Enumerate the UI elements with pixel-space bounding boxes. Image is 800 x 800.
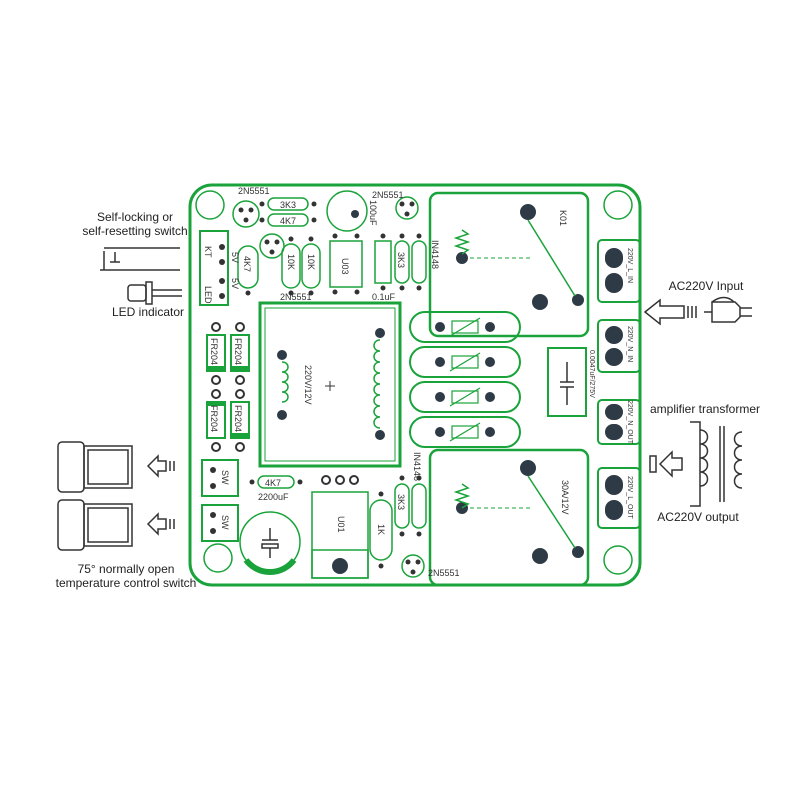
sw1-label: SW — [220, 470, 230, 485]
relay-bottom — [428, 448, 590, 587]
x-capacitor-symbol — [560, 362, 574, 405]
diode-bottom-label: IN4148 — [412, 452, 422, 481]
x-cap-label: 0.0047uF/275V — [588, 350, 595, 398]
diode-top-label: IN4148 — [430, 240, 440, 269]
v5a-label: 5V — [230, 252, 240, 263]
bottom-parts — [239, 475, 427, 579]
led-indicator-label: LED indicator — [111, 305, 185, 319]
q1-label: 2N5551 — [238, 186, 270, 196]
varistor-array — [409, 311, 521, 448]
fr3-label: FR204 — [209, 405, 219, 432]
sw2-label: SW — [220, 515, 230, 530]
self-locking-label: Self-locking or self-resetting switch — [70, 210, 200, 238]
term-n-out-label: 220V_N_OUT — [626, 400, 633, 445]
r-10k-a-label: 10K — [286, 254, 296, 270]
q3-label: 2N5551 — [280, 292, 312, 302]
self-locking-line2: self-resetting switch — [82, 224, 188, 238]
varistor-pads — [435, 322, 495, 437]
r-4k7-top-label: 4K7 — [280, 216, 296, 226]
switch-icon — [100, 247, 180, 271]
term-l-in-label: 220V_L_IN — [626, 248, 633, 283]
ac-input-plug-icon — [643, 296, 752, 326]
fr2-label: FR204 — [233, 338, 243, 365]
amplifier-transformer-icon — [649, 421, 743, 507]
cap-2200uf-label: 2200uF — [258, 492, 289, 502]
temperature-switch-icon — [57, 441, 175, 551]
term-n-in-label: 220V_N_IN — [626, 326, 633, 362]
left-connector — [199, 230, 229, 306]
relay-top — [428, 191, 590, 338]
fr4-label: FR204 — [233, 405, 243, 432]
self-locking-line1: Self-locking or — [96, 210, 174, 224]
cap-100uf-label: 100uF — [368, 200, 378, 226]
q2-label: 2N5551 — [372, 190, 404, 200]
u01-label: U01 — [336, 516, 346, 533]
led-label: LED — [203, 286, 213, 304]
temperature-line2: temperature control switch — [55, 576, 197, 590]
r-3k3-bottom-label: 3K3 — [396, 494, 406, 510]
r-4k7-bottom-label: 4K7 — [265, 478, 281, 488]
r-4k7-left-label: 4K7 — [242, 256, 252, 272]
temperature-switch-label: 75° normally open temperature control sw… — [46, 562, 206, 590]
board-outline — [188, 183, 642, 587]
x-capacitor — [547, 347, 587, 417]
fr1-label: FR204 — [209, 338, 219, 365]
fuse-pads — [211, 322, 245, 452]
terminals — [597, 239, 641, 529]
v5b-label: 5V — [230, 278, 240, 289]
fuse-resistors — [206, 334, 250, 439]
relay-top-label: K01 — [558, 210, 568, 226]
r-1k-label: 1K — [376, 524, 386, 535]
temperature-line1: 75° normally open — [77, 562, 175, 576]
mounting-holes — [195, 190, 633, 575]
r-3k3-top-label: 3K3 — [280, 200, 296, 210]
cap-01uf-label: 0.1uF — [372, 292, 396, 302]
ac-input-label: AC220V Input — [668, 279, 744, 293]
term-l-out-label: 220V_L_OUT — [626, 476, 633, 520]
amplifier-transformer-label: amplifier transformer — [649, 402, 761, 416]
varistor-symbols — [449, 317, 481, 442]
transformer — [258, 301, 402, 468]
u03-label: U03 — [340, 258, 350, 275]
ac-output-label: AC220V output — [657, 510, 739, 524]
kt-label: KT — [203, 246, 213, 258]
top-left-parts — [232, 190, 427, 289]
top-left-pads — [238, 201, 422, 296]
bottom-pads — [249, 475, 422, 575]
r-10k-b-label: 10K — [306, 254, 316, 270]
relay-bottom-label: 30A/12V — [560, 480, 570, 515]
r-3k3-right-label: 3K3 — [396, 252, 406, 268]
electrolytic-band — [243, 558, 297, 575]
transformer-label: 220V/12V — [303, 365, 313, 405]
sw-connectors — [201, 459, 239, 542]
electrolytic-symbol — [261, 528, 279, 558]
led-icon — [127, 281, 182, 305]
q4-label: 2N5551 — [428, 568, 460, 578]
